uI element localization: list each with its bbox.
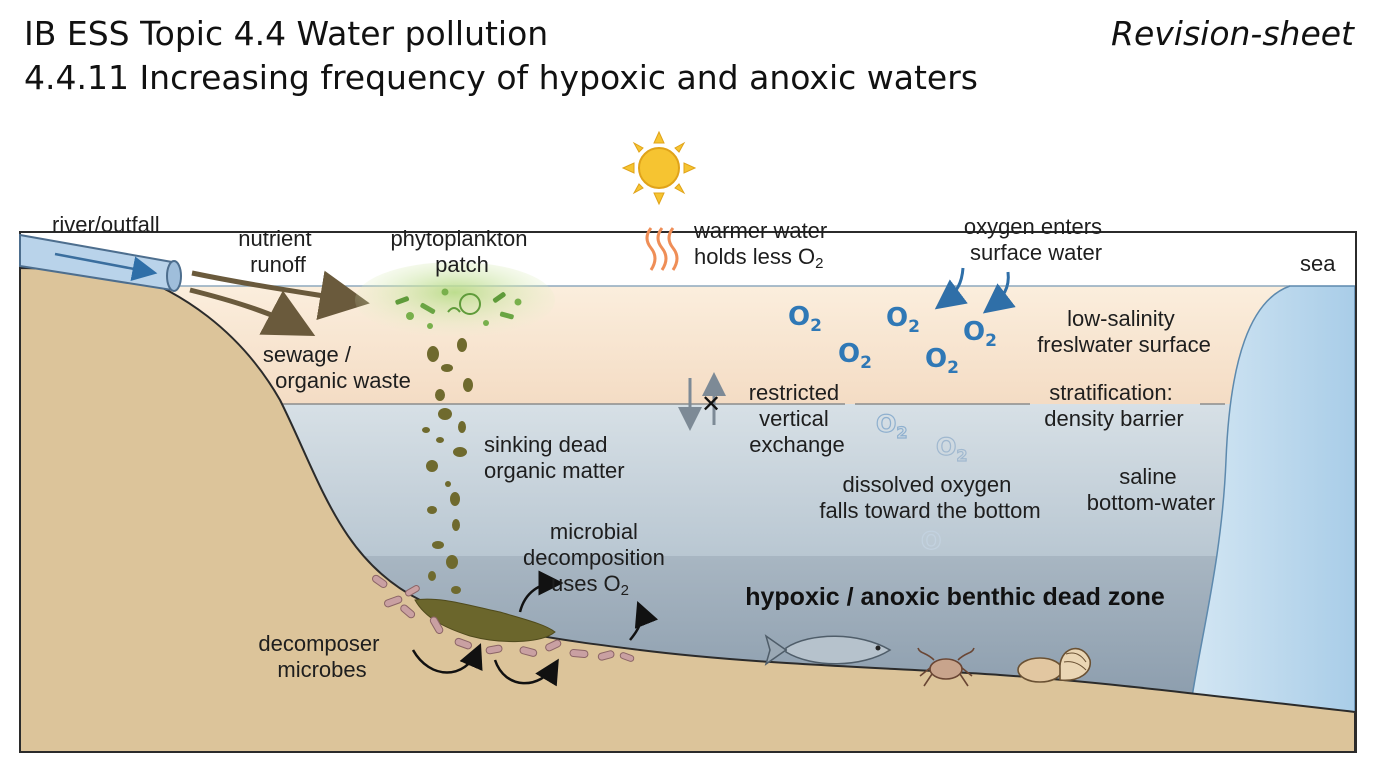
heat-waves-icon (645, 227, 679, 271)
label-sinking-organic-matter: sinking dead organic matter (484, 432, 625, 483)
svg-text:✕: ✕ (701, 390, 721, 418)
cycle-arrow-2 (493, 658, 559, 687)
label-sewage: sewage / organic waste (263, 342, 411, 393)
label-low-salinity: low-salinity freslwater surface (1037, 306, 1211, 357)
o2-symbol: O2 (788, 302, 822, 336)
label-microbial-decomposition: microbial decomposition uses O2 (523, 519, 671, 599)
label-dead-zone: hypoxic / anoxic benthic dead zone (745, 583, 1165, 611)
oxygen-enter-arrow-2 (982, 271, 1016, 314)
oxygen-enter-arrow-1 (934, 267, 968, 310)
o2-faded-symbol: O2 (936, 433, 968, 465)
o2-use-arrow-2 (629, 601, 659, 641)
organic-sediment-mat (414, 598, 556, 643)
label-restricted-exchange: restricted vertical exchange (749, 380, 846, 457)
oxygen-molecules-surface: O2 O2 O2 O2 O2 (788, 302, 997, 378)
o2-symbol: O2 (886, 303, 920, 337)
label-dissolved-oxygen: dissolved oxygen falls toward the bottom (819, 472, 1040, 523)
sea-body (1189, 285, 1356, 713)
clam-icon (1017, 647, 1091, 683)
phytoplankton-patch (355, 262, 555, 338)
o-faded-symbol: O (921, 527, 941, 555)
o2-use-arrow (518, 570, 564, 613)
seabed (19, 266, 1356, 753)
label-warmer-water: warmer water holds less O2 (693, 218, 833, 272)
o2-symbol: O2 (838, 339, 872, 373)
cycle-arrow-1 (411, 643, 483, 674)
decomposer-microbes (372, 574, 635, 662)
fish-icon (764, 634, 892, 666)
label-sea: sea (1300, 251, 1336, 276)
o2-symbol: O2 (963, 317, 997, 351)
crab-icon (917, 647, 975, 687)
diagram-frame (19, 231, 1357, 753)
sinking-organic-particles (422, 338, 473, 594)
sun-icon (621, 130, 697, 206)
o2-faded-symbol: O2 (876, 410, 908, 442)
label-nutrient-runoff: nutrient runoff (238, 226, 318, 277)
oxygen-molecules-fading: O2 O2 O (875, 409, 968, 555)
sewage-arrow (189, 287, 316, 337)
pipe-icon (19, 233, 182, 292)
runoff-arrow (191, 270, 370, 321)
label-decomposer-microbes: decomposer microbes (258, 631, 385, 682)
label-oxygen-enters: oxygen enters surface water (964, 214, 1108, 265)
title-line-1: IB ESS Topic 4.4 Water pollution (24, 14, 549, 53)
o2-symbol: O2 (925, 344, 959, 378)
revision-sheet-tag: Revision-sheet (1111, 14, 1354, 53)
title-line-2: 4.4.11 Increasing frequency of hypoxic a… (24, 58, 978, 97)
label-saline-bottom-water: saline bottom-water (1087, 464, 1215, 515)
label-stratification: stratification: density barrier (1044, 380, 1183, 431)
label-river-outfall: river/outfall (52, 212, 160, 237)
label-phytoplankton-patch: phytoplankton patch (390, 226, 533, 277)
blocked-exchange-icon: ✕ (678, 372, 726, 431)
